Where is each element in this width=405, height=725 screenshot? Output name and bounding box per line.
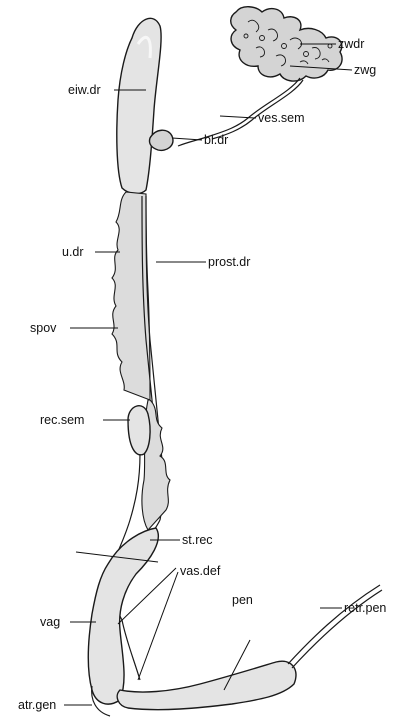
penis-retractor <box>288 585 380 664</box>
label-spov: spov <box>30 321 57 335</box>
label-recsem: rec.sem <box>40 413 84 427</box>
label-zwdr: zwdr <box>338 37 364 51</box>
albumen-gland <box>117 18 161 193</box>
label-retrpen: retr.pen <box>344 601 386 615</box>
fertilisation-pocket <box>149 130 172 150</box>
penis <box>117 661 296 709</box>
label-zwg: zwg <box>354 63 376 77</box>
label-vag: vag <box>40 615 60 629</box>
label-bldr: bl.dr <box>204 133 228 147</box>
label-strec: st.rec <box>182 533 213 547</box>
label-udr: u.dr <box>62 245 84 259</box>
label-eiwdr: eiw.dr <box>68 83 101 97</box>
spermoviduct-folds <box>112 192 150 400</box>
label-vessem: ves.sem <box>258 111 305 125</box>
label-vasdef: vas.def <box>180 564 221 578</box>
label-prostdr: prost.dr <box>208 255 250 269</box>
receptaculum-seminis <box>128 406 150 455</box>
label-pen: pen <box>232 593 253 607</box>
label-atrgen: atr.gen <box>18 698 56 712</box>
